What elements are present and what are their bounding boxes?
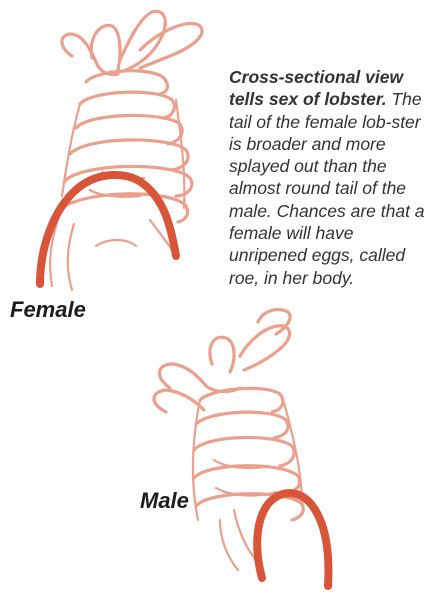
male-tail-fan-lobe (210, 337, 234, 372)
female-label: Female (10, 297, 86, 323)
male-tail-fan-lobe (160, 364, 207, 388)
caption-body: The tail of the female lob-ster is broad… (229, 89, 425, 287)
male-cross-section (257, 493, 328, 586)
male-tail-fan-lobe (154, 390, 204, 412)
caption: Cross-sectional view tells sex of lobste… (229, 66, 429, 289)
male-tail-segment (196, 494, 303, 520)
caption-heading: Cross-sectional view tells sex of lobste… (229, 67, 403, 109)
male-tail-fan-lobe (240, 326, 290, 370)
male-tail-segment (200, 388, 283, 412)
male-label: Male (140, 488, 189, 514)
male-swimmeret (234, 510, 256, 560)
male-tail-segment (194, 437, 294, 466)
male-tail-segment (196, 412, 288, 438)
male-swimmeret (220, 520, 238, 570)
